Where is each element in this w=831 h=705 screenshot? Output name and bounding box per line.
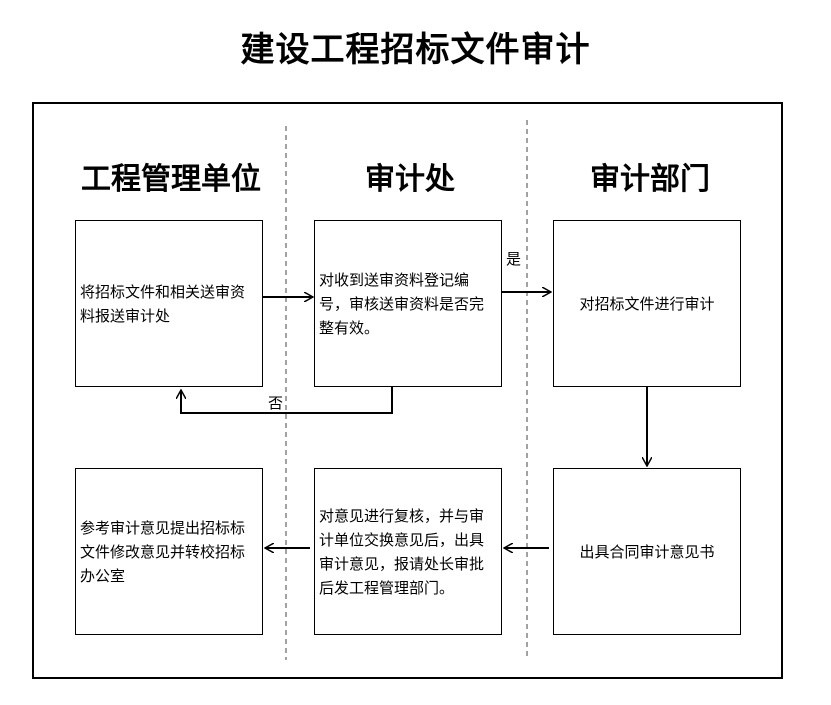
box-audit-docs: 对招标文件进行审计 [553, 220, 741, 387]
lane-header-project-management: 工程管理单位 [81, 162, 261, 197]
diagram-frame [32, 102, 783, 679]
page-title: 建设工程招标文件审计 [240, 30, 591, 70]
box-issue-opinion: 出具合同审计意见书 [553, 468, 741, 635]
box-register-check: 对收到送审资料登记编号，审核送审资料是否完整有效。 [314, 220, 502, 387]
edge-label-yes: 是 [506, 250, 522, 268]
box-submit-docs: 将招标文件和相关送审资料报送审计处 [75, 220, 263, 387]
edge-label-no: 否 [268, 394, 284, 412]
box-review-exchange: 对意见进行复核，并与审计单位交换意见后，出具审计意见，报请处长审批后发工程管理部… [314, 468, 502, 635]
box-reference-revise: 参考审计意见提出招标标文件修改意见并转校招标办公室 [75, 468, 263, 635]
lane-header-audit-office: 审计处 [365, 162, 455, 197]
arrow-no-return [181, 387, 393, 414]
lane-header-audit-department: 审计部门 [590, 162, 710, 197]
